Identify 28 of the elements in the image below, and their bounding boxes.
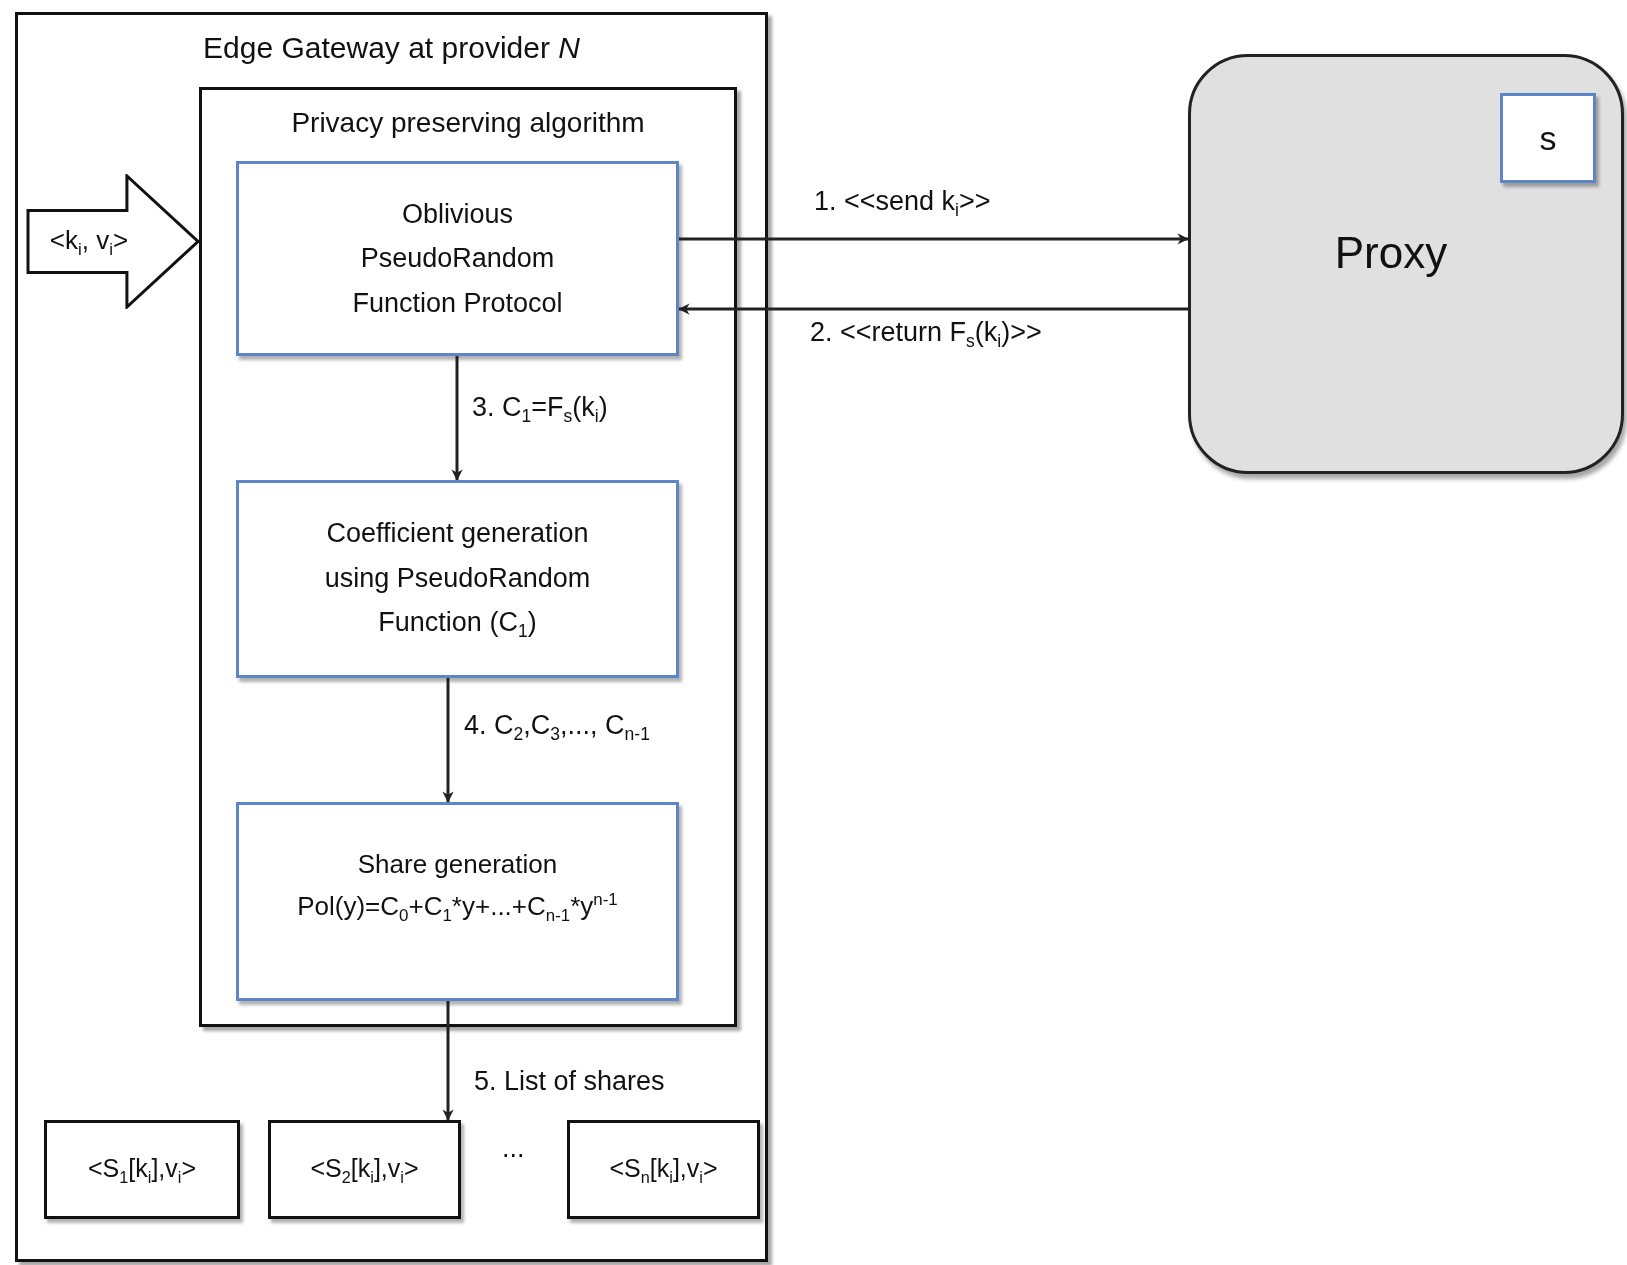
container-box <box>199 87 737 1027</box>
arrow <box>679 233 1189 245</box>
arrow <box>678 303 1188 315</box>
share-box <box>567 1120 760 1219</box>
process-box <box>236 480 679 678</box>
process-box <box>1500 93 1596 183</box>
heading: Proxy <box>1334 227 1448 279</box>
arrow <box>451 356 463 481</box>
node-text: Pol(y)=C$_{0}$+C$_{1}$*y+...+C$_{n-1}$*y$^{n-1}$ <box>297 889 618 928</box>
heading: Privacy preserving algorithm <box>291 106 645 140</box>
process-box <box>236 802 679 1001</box>
input-block-arrow <box>26 174 200 309</box>
node-text: <S$_{n}$[k$_{i}$],v$_{i}$> <box>609 1153 718 1189</box>
node-text: Coefficient generation using PseudoRandom Function (C$_{1}$) <box>323 517 592 644</box>
process-box <box>236 161 679 356</box>
node-text: <S$_{2}$[k$_{i}$],v$_{i}$> <box>310 1153 419 1189</box>
container-box <box>15 12 768 1262</box>
node-text: <S$_{1}$[k$_{i}$],v$_{i}$> <box>87 1153 196 1189</box>
heading: Edge Gateway at provider N <box>203 30 580 66</box>
arrow <box>442 1001 454 1121</box>
proxy-box <box>1188 54 1624 474</box>
share-box <box>268 1120 461 1219</box>
arrow <box>442 678 454 803</box>
node-text: Share generation <box>357 847 558 881</box>
share-box <box>44 1120 240 1219</box>
node-text: Oblivious PseudoRandom Function Protocol <box>351 197 564 320</box>
node-text: <k$_{i}$, v$_{i}$> <box>49 223 129 262</box>
node-text: s <box>1539 117 1557 159</box>
